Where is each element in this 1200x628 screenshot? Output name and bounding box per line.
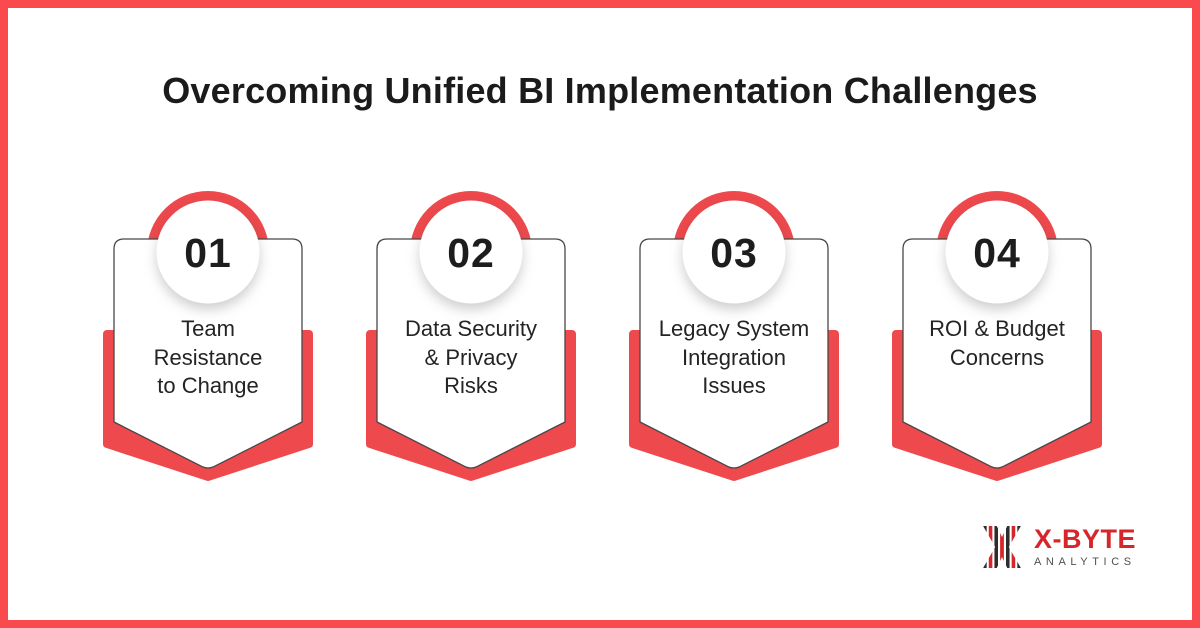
challenge-card-4: 04 ROI & Budget Concerns [877, 178, 1117, 490]
card-label-line: Risks [444, 373, 498, 398]
card-shape: 04 [892, 191, 1102, 481]
cards-row: 01 Team Resistance to Change 02 Data Sec… [88, 178, 1117, 490]
white-card-shape [376, 238, 566, 469]
logo-text: X-BYTE ANALYTICS [1034, 525, 1136, 568]
challenge-card-3: 03 Legacy System Integration Issues [614, 178, 854, 490]
card-label-line: Integration [682, 344, 786, 370]
card-label-line: to Change [157, 373, 259, 398]
card-shape: 02 [366, 191, 576, 481]
card-label: Legacy System Integration Issues [642, 315, 826, 401]
white-card-shape [113, 238, 303, 469]
card-shape: 01 [103, 191, 313, 481]
card-label: Team Resistance to Change [116, 315, 300, 401]
card-label: Data Security & Privacy Risks [379, 315, 563, 401]
card-label-line: Concerns [949, 344, 1045, 370]
card-label-line: Issues [702, 373, 766, 398]
challenge-card-1: 01 Team Resistance to Change [88, 178, 328, 490]
white-card-shape [902, 238, 1092, 469]
logo-brand-text: X-BYTE [1033, 524, 1136, 554]
x-stripes-icon [983, 525, 1021, 568]
card-label-line: Resistance [153, 344, 263, 370]
number-badge [156, 200, 260, 304]
card-number: 03 [710, 230, 758, 276]
card-number: 01 [184, 230, 232, 276]
page-title: Overcoming Unified BI Implementation Cha… [162, 70, 1038, 111]
white-card-shape [639, 238, 829, 469]
logo-sub-text: ANALYTICS [1033, 556, 1136, 568]
xbyte-logo: X-BYTE ANALYTICS [982, 525, 1136, 568]
card-label-line: Team [181, 316, 235, 341]
card-label-line: Legacy System [658, 316, 810, 341]
card-label-line: Data Security [404, 316, 538, 341]
card-label-line: ROI & Budget [929, 316, 1065, 341]
number-badge [419, 200, 523, 304]
number-badge [682, 200, 786, 304]
card-number: 04 [973, 230, 1021, 276]
card-label-line: & Privacy [424, 344, 518, 370]
card-label: ROI & Budget Concerns [905, 315, 1089, 372]
card-number: 02 [447, 230, 495, 276]
challenge-card-2: 02 Data Security & Privacy Risks [351, 178, 591, 490]
card-shape: 03 [629, 191, 839, 481]
number-badge [945, 200, 1049, 304]
